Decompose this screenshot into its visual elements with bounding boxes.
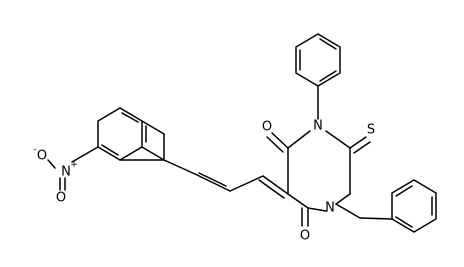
bond-n3-c2: [335, 193, 351, 205]
atom-s: S: [367, 123, 375, 138]
bond-c2-n1: [325, 130, 351, 149]
pyrimidine-ring: [287, 130, 351, 212]
atom-labels: O N S N O N + O - O: [33, 119, 375, 244]
nitro-group: [47, 146, 99, 191]
alkene-chain: [163, 159, 289, 199]
bond-n1-c6: [287, 130, 311, 149]
thione: [349, 136, 371, 154]
bond-c5-c4: [287, 193, 309, 209]
atom-o-bottom: O: [300, 229, 310, 244]
nitrophenyl-ring: [97, 107, 167, 161]
charge-n-nitro: +: [70, 160, 78, 170]
atom-n-bottom: N: [325, 201, 335, 216]
atom-o-nitro-double: O: [56, 191, 66, 206]
carbonyl-bottom: [301, 207, 309, 227]
phenyl-top: [295, 33, 341, 120]
bond-c4-n3: [307, 207, 327, 212]
carbonyl-top: [266, 132, 289, 153]
charge-o-nitro: -: [33, 145, 36, 155]
atom-n-nitro: N: [61, 165, 71, 180]
atom-n-top: N: [313, 119, 323, 134]
phenyl-bottom: [335, 179, 437, 233]
atom-o-top: O: [262, 120, 272, 135]
atom-o-nitro-minus: O: [37, 149, 47, 164]
